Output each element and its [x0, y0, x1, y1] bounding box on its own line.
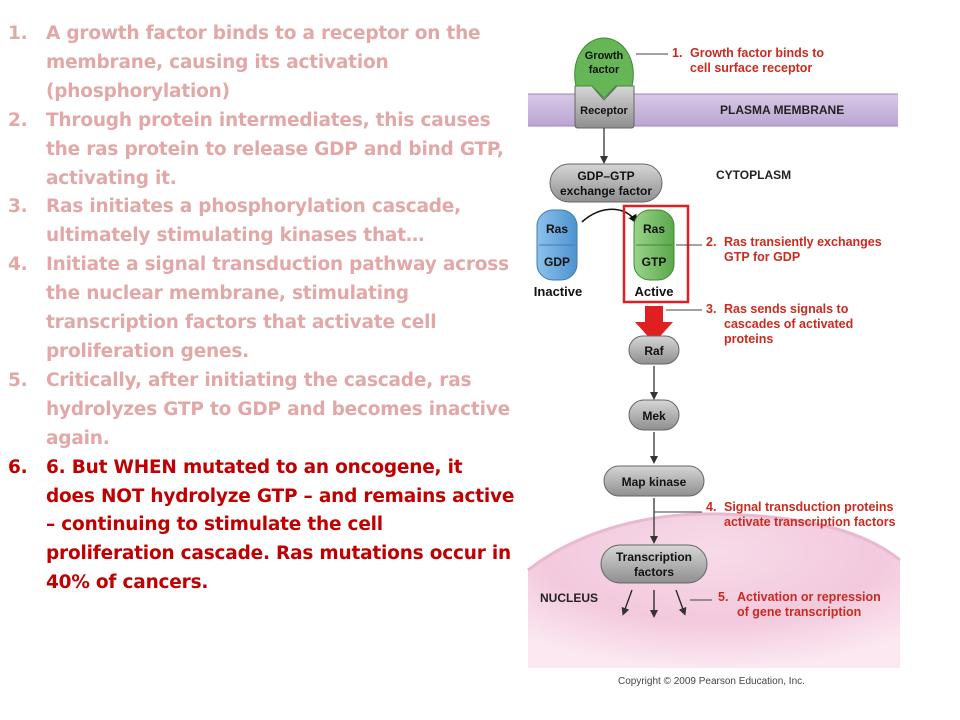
callout-3-line-1: Ras sends signals to	[724, 302, 849, 316]
step-1: 1. A growth factor binds to a receptor on…	[8, 20, 516, 107]
ras-active-bottom-label: GTP	[642, 255, 667, 269]
step-text: 6. But WHEN mutated to an oncogene, it d…	[46, 456, 515, 594]
callout-4-number: 4.	[706, 500, 716, 514]
step-number: 3.	[8, 196, 28, 218]
callout-3-line-3: proteins	[724, 332, 773, 346]
step-number: 2.	[8, 109, 28, 131]
ras-inactive-top-label: Ras	[546, 222, 568, 236]
transcription-factors	[600, 544, 708, 584]
callout-leaders	[636, 53, 712, 601]
copyright-notice: Copyright © 2009 Pearson Education, Inc.	[618, 676, 805, 687]
callout-5-number: 5.	[718, 590, 728, 604]
ras-inactive-bottom-label: GDP	[544, 255, 570, 269]
exchange-factor-label-line-2: exchange factor	[560, 184, 652, 198]
transcription-factors-label-line-1: Transcription	[616, 550, 692, 564]
mek	[628, 399, 680, 431]
step-4: 4. Initiate a signal transduction pathway…	[8, 251, 516, 367]
growth-factor	[574, 37, 634, 99]
map-kinase	[603, 465, 705, 497]
callout-1-line-1: Growth factor binds to	[690, 46, 824, 60]
step-3: 3. Ras initiates a phosphorylation cascad…	[8, 193, 516, 251]
cytoplasm-label: CYTOPLASM	[716, 168, 791, 182]
raf-label: Raf	[644, 344, 664, 358]
step-number: 5.	[8, 369, 28, 391]
callout-5-line-2: of gene transcription	[737, 605, 861, 619]
step-6: 6. 6. But WHEN mutated to an oncogene, it…	[8, 454, 516, 599]
callout-4-line-2: activate transcription factors	[724, 515, 896, 529]
map-kinase-label: Map kinase	[622, 475, 687, 489]
callout-4-line-1: Signal transduction proteins	[724, 500, 894, 514]
step-5: 5. Critically, after initiating the casca…	[8, 367, 516, 454]
step-text: Initiate a signal transduction pathway a…	[46, 254, 509, 362]
callout-1-number: 1.	[672, 46, 682, 60]
callout-3-number: 3.	[706, 302, 716, 316]
ras-active-top-label: Ras	[643, 222, 665, 236]
callout-5-line-1: Activation or repression	[737, 590, 881, 604]
transcription-factors-label-line-2: factors	[634, 565, 674, 579]
step-number: 1.	[8, 23, 28, 44]
mek-label: Mek	[642, 409, 666, 423]
step-number: 6.	[8, 456, 28, 478]
exchange-factor-label-line-1: GDP–GTP	[577, 169, 634, 183]
step-list: 1. A growth factor binds to a receptor on…	[8, 20, 516, 598]
callout-2-number: 2.	[706, 235, 716, 249]
callout-3-line-2: cascades of activated	[724, 317, 853, 331]
step-text: A growth factor binds to a receptor on t…	[46, 23, 481, 102]
nucleus-label: NUCLEUS	[540, 591, 598, 605]
receptor-label: Receptor	[580, 105, 628, 117]
red-down-arrow	[635, 306, 673, 343]
step-number: 4.	[8, 254, 28, 276]
ras-active-caption: Active	[634, 284, 673, 299]
plasma-membrane-label: PLASMA MEMBRANE	[720, 103, 844, 117]
callout-1-line-2: cell surface receptor	[690, 61, 812, 75]
active-ras-highlight-box	[622, 204, 690, 304]
step-text: Through protein intermediates, this caus…	[46, 109, 504, 189]
exchange-factor	[549, 163, 663, 203]
step-2: 2. Through protein intermediates, this ca…	[8, 107, 516, 194]
growth-factor-label-line-2: factor	[589, 64, 620, 76]
step-text: Ras initiates a phosphorylation cascade,…	[46, 196, 461, 247]
growth-factor-label-line-1: Growth	[585, 50, 624, 62]
callout-2-line-2: GTP for GDP	[724, 250, 800, 264]
receptor	[574, 85, 635, 129]
ras-inactive-caption: Inactive	[534, 284, 582, 299]
callout-2-line-1: Ras transiently exchanges	[724, 235, 882, 249]
raf	[628, 335, 680, 365]
step-text: Critically, after initiating the cascade…	[46, 369, 510, 449]
